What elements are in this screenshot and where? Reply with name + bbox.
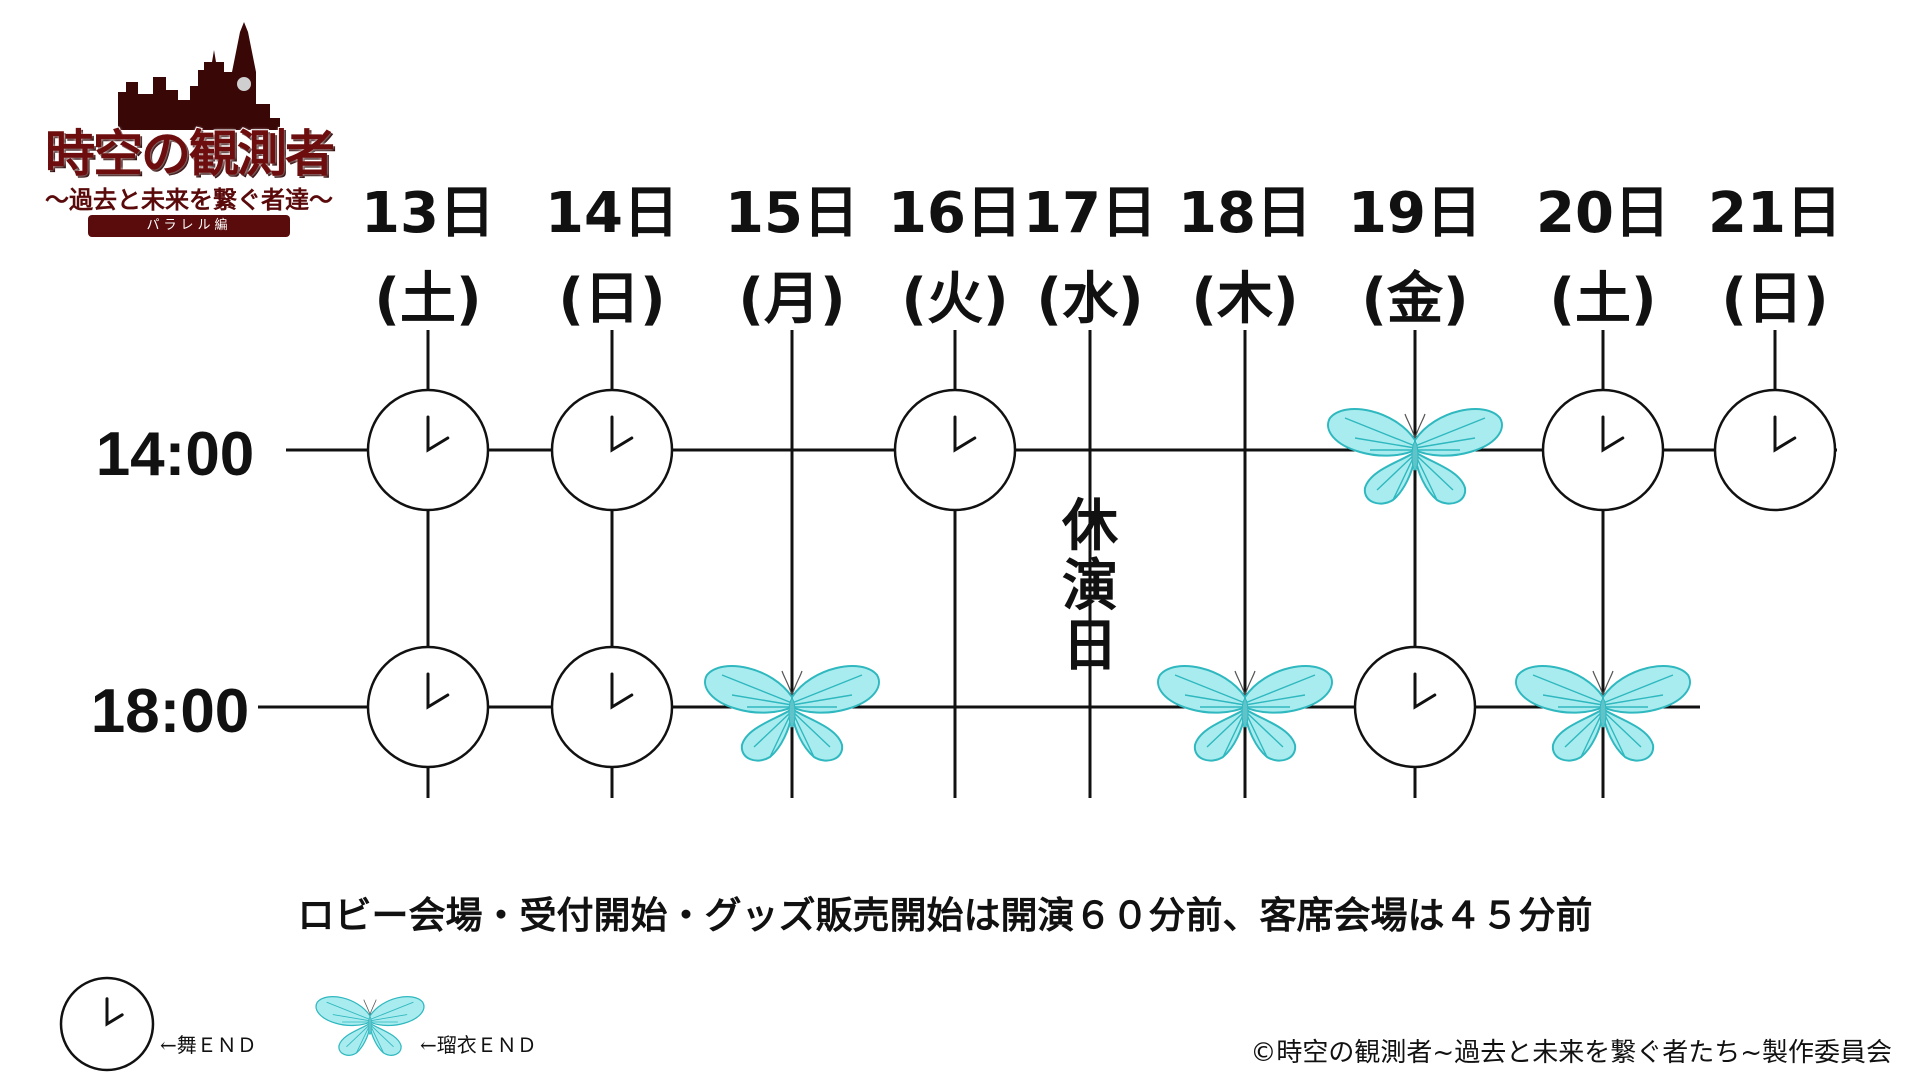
legend-butterfly-label: ←瑠衣ＥＮＤ: [420, 1033, 537, 1057]
butterfly-body: [1599, 698, 1607, 728]
clock-hands: [1773, 415, 1797, 453]
show-logo: 時空の観測者 〜過去と未来を繋ぐ者達〜 パラレル編: [18, 22, 358, 237]
closed-day-char: 休: [1061, 494, 1119, 559]
wing-veins: [721, 674, 793, 758]
clock-icon: [366, 645, 490, 769]
antenna: [369, 999, 377, 1015]
clock-icon: [59, 976, 155, 1072]
day-weekday: (水): [1036, 267, 1143, 332]
right-wings: [1515, 665, 1604, 762]
wing-veins: [1174, 674, 1246, 758]
clock-icon: [1353, 645, 1477, 769]
antenna: [1404, 413, 1416, 439]
butterfly-body: [788, 698, 796, 728]
left-wings: [791, 665, 880, 762]
day-weekday: (日): [558, 267, 665, 332]
right-wings: [1327, 408, 1416, 505]
legend: ←舞ＥＮＤ ←瑠衣ＥＮＤ: [59, 976, 537, 1072]
copyright-credit: ©時空の観測者~過去と未来を繋ぐ者たち~製作委員会: [1250, 1038, 1892, 1068]
wing-veins: [791, 674, 863, 758]
right-wings: [704, 665, 793, 762]
day-date: 19日: [1348, 181, 1482, 246]
day-weekday: (日): [1721, 267, 1828, 332]
clock-icon: [893, 388, 1017, 512]
antenna: [1234, 670, 1246, 696]
time-label: 14:00: [96, 420, 255, 489]
wing-veins: [1602, 674, 1674, 758]
logo-subtitle: 〜過去と未来を繋ぐ者達〜: [45, 185, 333, 214]
wing-veins: [326, 1001, 371, 1054]
day-date: 14日: [545, 181, 679, 246]
antenna: [1244, 670, 1256, 696]
butterfly-icon: [315, 995, 425, 1056]
clock-hands: [610, 415, 634, 453]
day-date: 17日: [1023, 181, 1157, 246]
clock-hands: [105, 997, 124, 1027]
antenna: [363, 999, 371, 1015]
antenna: [791, 670, 803, 696]
wing-veins: [1532, 674, 1604, 758]
upper-wing: [315, 995, 371, 1027]
clock-icon: [1541, 388, 1665, 512]
day-date: 13日: [361, 181, 495, 246]
antenna: [1414, 413, 1426, 439]
closed-day-char: 演: [1062, 554, 1118, 619]
day-weekday: (木): [1191, 267, 1298, 332]
wing-veins: [1244, 674, 1316, 758]
clock-hands: [426, 672, 450, 710]
legend-clock-label: ←舞ＥＮＤ: [160, 1033, 257, 1057]
butterfly-icon: [704, 665, 880, 762]
butterfly-icon: [1515, 665, 1691, 762]
butterfly-body: [1241, 698, 1249, 728]
butterfly-icon: [1327, 408, 1503, 505]
time-label: 18:00: [91, 677, 250, 746]
left-wings: [1602, 665, 1691, 762]
left-wings: [1244, 665, 1333, 762]
antenna: [1592, 670, 1604, 696]
clock-hands: [953, 415, 977, 453]
day-weekday: (土): [1549, 267, 1656, 332]
castle-silhouette: [118, 22, 280, 130]
day-weekday: (土): [374, 267, 481, 332]
clock-hands: [610, 672, 634, 710]
day-date: 18日: [1178, 181, 1312, 246]
day-date: 16日: [888, 181, 1022, 246]
antenna: [1602, 670, 1614, 696]
clock-icon: [550, 645, 674, 769]
clock-hands: [426, 415, 450, 453]
day-weekday: (月): [738, 267, 845, 332]
clock-icon: [1713, 388, 1837, 512]
clock-icon: [550, 388, 674, 512]
day-weekday: (火): [901, 267, 1008, 332]
butterfly-body: [367, 1016, 373, 1035]
logo-edition: パラレル編: [88, 215, 290, 237]
left-wings: [1414, 408, 1503, 505]
clock-icon: [366, 388, 490, 512]
butterfly-icon: [1157, 665, 1333, 762]
closed-day-label: 休演日: [1061, 494, 1119, 679]
day-date: 20日: [1536, 181, 1670, 246]
butterfly-body: [1411, 441, 1419, 471]
clock-hands: [1601, 415, 1625, 453]
opening-note: ロビー会場・受付開始・グッズ販売開始は開演６０分前、客席会場は４５分前: [297, 894, 1593, 937]
antenna: [781, 670, 793, 696]
day-date: 15日: [725, 181, 859, 246]
closed-day-char: 日: [1062, 614, 1118, 679]
day-weekday: (金): [1361, 267, 1468, 332]
upper-wing: [369, 995, 425, 1027]
clock-hands: [1413, 672, 1437, 710]
wing-veins: [369, 1001, 414, 1054]
wing-veins: [1344, 417, 1416, 501]
right-wings: [315, 995, 371, 1056]
right-wings: [1157, 665, 1246, 762]
day-date: 21日: [1708, 181, 1842, 246]
left-wings: [369, 995, 425, 1056]
wing-veins: [1414, 417, 1486, 501]
logo-title: 時空の観測者: [44, 123, 336, 184]
